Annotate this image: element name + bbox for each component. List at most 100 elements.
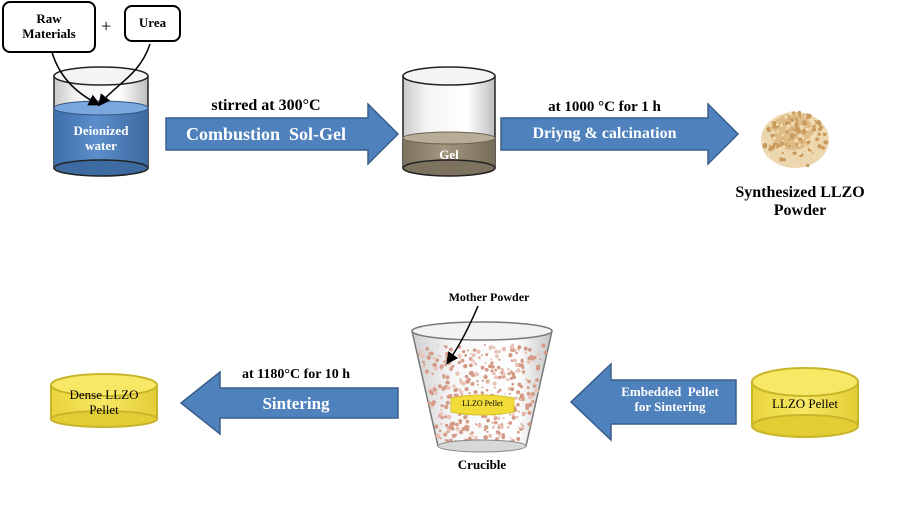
mother-powder-grain	[474, 372, 479, 377]
mother-powder-grain	[484, 425, 489, 430]
mother-powder-grain	[521, 370, 526, 374]
mother-powder-grain	[526, 391, 531, 396]
mother-powder-grain	[443, 360, 446, 363]
mother-powder-grain	[493, 425, 495, 428]
powder-grain	[785, 130, 789, 134]
powder-grain	[790, 118, 795, 122]
mother-powder-grain	[518, 426, 521, 429]
mother-powder-grain	[503, 393, 506, 395]
mother-powder-grain	[431, 400, 436, 405]
powder-grain	[776, 123, 779, 127]
mother-powder-grain	[417, 353, 420, 356]
mother-powder-grain	[469, 352, 472, 355]
crucible	[411, 321, 553, 453]
step4-label: Sintering	[262, 394, 330, 413]
powder-grain	[793, 134, 797, 137]
mother-powder-grain	[438, 414, 441, 417]
mother-powder-grain	[493, 386, 496, 389]
powder-grain	[798, 151, 802, 155]
powder-grain	[797, 110, 802, 115]
mother-powder-grain	[446, 414, 452, 420]
gel-beaker	[402, 66, 496, 177]
mother-powder-grain	[513, 348, 517, 351]
mother-powder-grain	[469, 363, 473, 368]
mother-powder-grain	[449, 366, 453, 370]
mother-powder-grain	[463, 364, 468, 369]
mother-powder-grain	[486, 430, 489, 433]
mother-powder-grain	[527, 410, 532, 415]
powder-grain	[779, 123, 784, 128]
mother-powder-grain	[473, 362, 478, 366]
mother-powder-grain	[525, 378, 529, 382]
mother-powder-grain	[494, 375, 498, 380]
mother-powder-grain	[458, 419, 463, 423]
mother-powder-grain	[423, 363, 426, 366]
powder-grain	[772, 136, 776, 140]
powder-grain	[804, 147, 808, 151]
mother-powder-grain	[483, 435, 489, 440]
mother-powder-grain	[523, 346, 528, 351]
powder-grain	[809, 126, 812, 130]
powder-grain	[796, 129, 801, 134]
mother-powder-grain	[445, 380, 450, 385]
mother-powder-grain	[516, 430, 520, 434]
mother-powder-grain	[506, 425, 510, 429]
powder-grain	[797, 143, 802, 147]
powder-grain	[812, 125, 816, 128]
mother-powder-grain	[481, 379, 484, 382]
mother-powder-grain	[517, 348, 520, 352]
powder-grain	[772, 124, 777, 129]
mother-powder-grain	[509, 436, 512, 439]
mother-powder-grain	[507, 422, 509, 424]
mother-powder-grain	[486, 418, 491, 423]
mother-powder-grain	[526, 386, 530, 390]
mother-powder-grain	[496, 390, 500, 394]
mother-powder-grain	[501, 368, 504, 371]
mother-powder-grain	[517, 345, 522, 350]
mother-powder-grain	[427, 401, 431, 405]
powder-grain	[802, 120, 807, 125]
dense-pellet-label: Dense LLZO Pellet	[51, 387, 157, 418]
mother-powder-grain	[477, 356, 481, 360]
mother-powder-grain	[451, 364, 455, 368]
powder-grain	[806, 163, 810, 168]
mother-powder-grain	[459, 378, 462, 380]
mother-powder-grain	[506, 378, 510, 382]
powder-grain	[785, 127, 789, 130]
mother-powder-grain	[492, 381, 497, 386]
mother-powder-grain	[508, 421, 513, 425]
arrow-embedded	[569, 362, 737, 442]
mother-powder-grain	[511, 382, 515, 386]
mother-powder-grain	[446, 354, 450, 358]
mother-powder-grain	[500, 423, 504, 426]
mother-powder-grain	[511, 372, 515, 376]
mother-powder-grain	[454, 433, 457, 437]
plus-sign: +	[101, 16, 112, 36]
powder-grain	[781, 145, 786, 150]
mother-powder-grain	[432, 356, 436, 360]
mother-powder-grain	[430, 405, 434, 409]
mother-powder-grain	[476, 349, 481, 354]
mother-powder-grain	[439, 408, 443, 411]
powder-grain	[817, 132, 821, 136]
arrow-combustion	[165, 102, 400, 166]
mother-powder-grain	[450, 426, 455, 431]
llzo-powder-pile	[761, 110, 829, 168]
step3-line2: for Sintering	[634, 398, 706, 414]
powder-grain	[772, 142, 777, 147]
powder-grain	[787, 139, 790, 142]
mother-powder-grain	[453, 388, 458, 393]
powder-line2: Powder	[773, 202, 827, 220]
mother-powder-grain	[516, 390, 521, 395]
mother-powder-grain	[449, 347, 453, 352]
mother-powder-grain	[446, 385, 451, 390]
mother-powder-grain	[421, 365, 424, 368]
powder-grain	[810, 120, 816, 126]
mother-powder-grain	[528, 394, 533, 400]
mother-powder-grain	[472, 348, 477, 352]
mother-powder-grain	[436, 416, 439, 419]
mother-powder-grain	[436, 388, 439, 391]
powder-grain	[787, 144, 791, 148]
powder-grain	[810, 134, 816, 140]
